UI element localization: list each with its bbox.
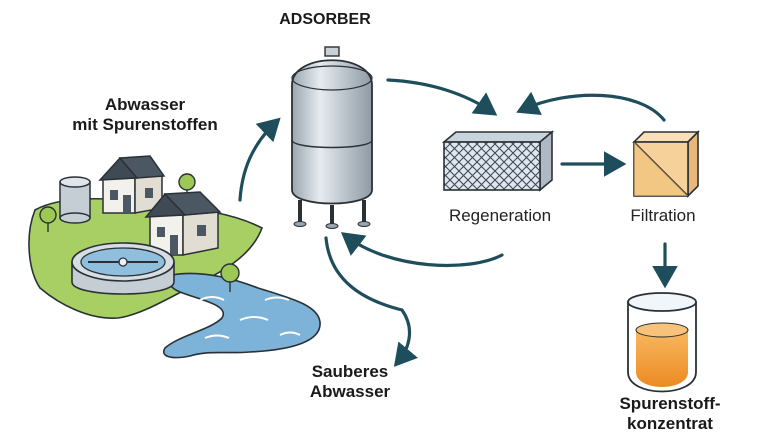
arrow-to-adsorber [238, 117, 281, 202]
regeneration-filter-icon [441, 130, 555, 192]
filtration-box-icon [632, 130, 700, 198]
river [163, 272, 321, 359]
concentrate-beaker-icon [627, 292, 697, 393]
wastewater-label-line1: Abwasser [104, 95, 186, 114]
clean-water-label-line1: Sauberes [311, 362, 389, 381]
concentrate-label: Spurenstoff- konzentrat [590, 394, 750, 434]
arrow-to-clean-water [324, 236, 419, 367]
wastewater-label: Abwasser mit Spurenstoffen [40, 95, 250, 135]
treatment-plant-scene [28, 155, 321, 359]
filtration-label-text: Filtration [630, 206, 696, 225]
concentrate-label-line1: Spurenstoff- [619, 394, 721, 413]
silo-icon [59, 176, 91, 224]
house-icon [144, 191, 222, 256]
clean-water-label: Sauberes Abwasser [280, 362, 420, 402]
regeneration-label-text: Regeneration [448, 206, 552, 225]
arrow-filtration-to-regeneration [516, 91, 666, 122]
flow-arrows [238, 78, 678, 367]
filtration-label: Filtration [603, 206, 723, 226]
wastewater-label-line2: mit Spurenstoffen [72, 115, 218, 135]
house-icon [98, 155, 166, 214]
adsorber-tank-icon [291, 46, 373, 229]
clarifier-tank-icon [71, 242, 175, 295]
clean-water-label-line2: Abwasser [309, 382, 391, 402]
arrow-to-regeneration [386, 78, 498, 116]
regeneration-label: Regeneration [420, 206, 580, 226]
adsorber-label: ADSORBER [260, 11, 390, 30]
concentrate-label-line2: konzentrat [627, 414, 713, 434]
adsorber-label-text: ADSORBER [279, 11, 371, 28]
arrow-regeneration-back [340, 232, 504, 267]
